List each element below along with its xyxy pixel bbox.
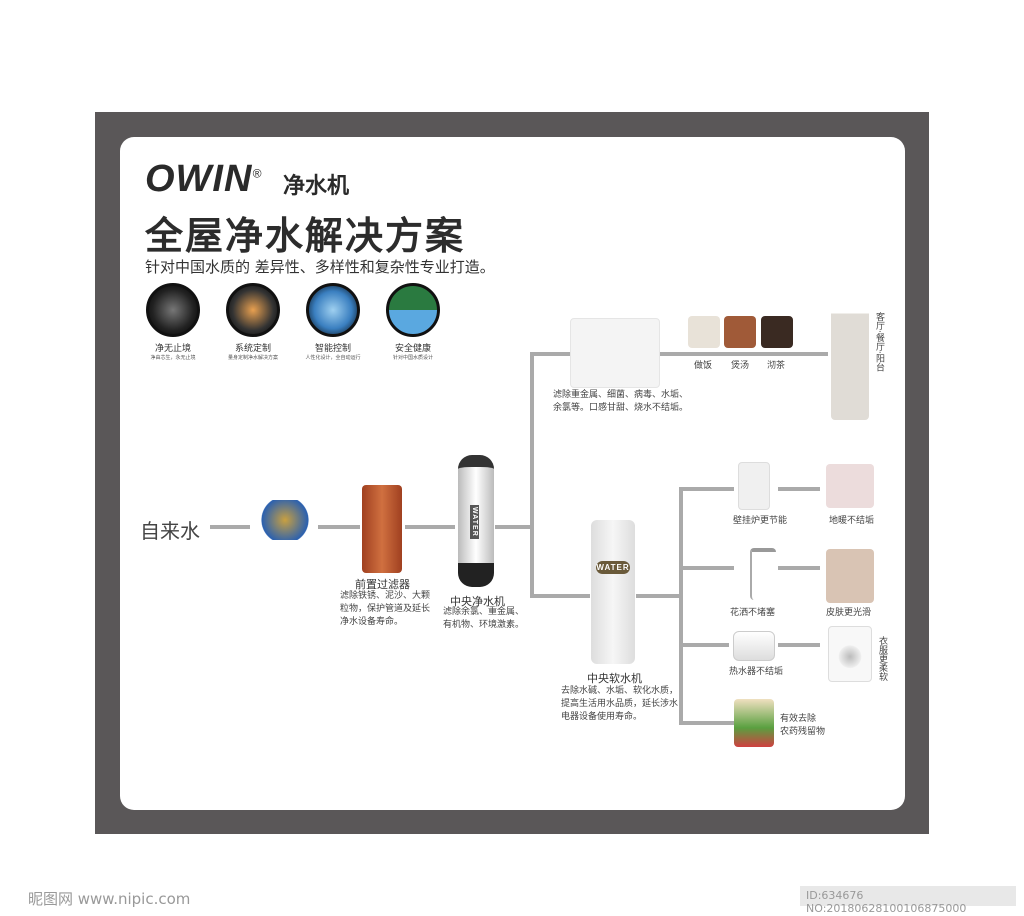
boiler-image [738,462,770,510]
pipe [530,594,590,598]
source-label: 自来水 [140,519,200,543]
footer-site: 昵图网 www.nipic.com [28,890,191,908]
floor-heating-image [826,464,874,508]
use-soup: 煲汤 [731,361,750,371]
softener-desc: 去除水碱、水垢、软化水质，提高生活用水品质，延长涉水电器设备使用寿命。 [561,686,679,722]
branch-device: 壁挂炉更节能 [733,516,788,526]
pipe [679,643,729,647]
worker-icon [226,283,280,337]
tea-image [761,316,793,348]
pipe [530,352,570,356]
pipe [318,525,360,529]
softener-name: 中央软水机 [587,672,642,685]
pipe [778,566,820,570]
feature-1: 净无止境净由芯生，永无止境 [128,283,218,361]
shower-image [750,548,776,600]
feature-desc: 量身定制净水解决方案 [227,355,278,361]
feature-title: 净无止境 [154,344,191,354]
footer-id: ID:634676 NO:20180628100106875000 [800,886,1016,915]
prefilter-name: 前置过滤器 [355,578,410,591]
branch-device: 热水器不结垢 [729,667,784,677]
pipe [495,525,531,529]
ro-purifier-image [570,318,660,388]
use-tea: 沏茶 [767,361,786,371]
water-control-icon [306,283,360,337]
branch-result: 地暖不结垢 [829,516,875,526]
branch-result: 衣服更柔软 [877,636,887,681]
water-heater-image [733,631,775,661]
feature-4: 安全健康针对中国水质设计 [368,283,458,361]
central-water-label: WATER [470,505,479,539]
prefilter-image [362,485,402,573]
water-meter-image [252,500,318,540]
rooms-label: 客厅·餐厅·阳台 [874,312,884,372]
feature-title: 智能控制 [314,344,351,354]
pipe [679,721,734,725]
feature-desc: 针对中国水质设计 [392,355,433,361]
pipe [660,352,828,356]
subtitle: 针对中国水质的 差异性、多样性和复杂性专业打造。 [145,258,495,276]
feature-2: 系统定制量身定制净水解决方案 [208,283,298,361]
water-dispenser-image [831,278,869,420]
use-cook: 做饭 [694,361,713,371]
feature-title: 安全健康 [394,344,431,354]
pipe [778,643,820,647]
feature-desc: 人性化设计，全自动运行 [305,355,361,361]
page-title: 全屋净水解决方案 [145,214,466,258]
vegetables-image [734,699,774,747]
bath-image [826,549,874,603]
branch-result: 有效去除 农药残留物 [780,714,826,737]
rice-image [688,316,720,348]
feature-3: 智能控制人性化设计，全自动运行 [288,283,378,361]
washing-machine-image [828,626,872,682]
branch-result: 皮肤更光滑 [826,608,872,618]
china-map-icon [386,283,440,337]
prefilter-desc: 滤除铁锈、泥沙、大颗粒物，保护管道及延长净水设备寿命。 [340,591,431,627]
pipe [679,487,683,724]
central-desc: 滤除余氯、重金属、有机物、环境激素。 [443,607,525,630]
brand-product: 净水机 [283,174,350,199]
branch-device: 花洒不堵塞 [730,608,776,618]
brand-logo: OWIN® [145,158,263,200]
pipe [778,487,820,491]
pipe [210,525,250,529]
ro-desc: 滤除重金属、细菌、病毒、水垢、余氯等。口感甘甜、烧水不结垢。 [553,390,689,413]
pipe [679,487,734,491]
pipe [679,566,734,570]
pipe [405,525,455,529]
panel [120,137,905,810]
softener-water-label: WATER [596,561,630,574]
pipe [530,352,534,597]
pipe [636,594,680,598]
softener-image [591,520,635,664]
soup-image [724,316,756,348]
central-name: 中央净水机 [450,595,505,608]
feature-desc: 净由芯生，永无止境 [150,355,196,361]
shield-icon [146,283,200,337]
feature-title: 系统定制 [234,344,271,354]
central-purifier-image [458,455,494,587]
